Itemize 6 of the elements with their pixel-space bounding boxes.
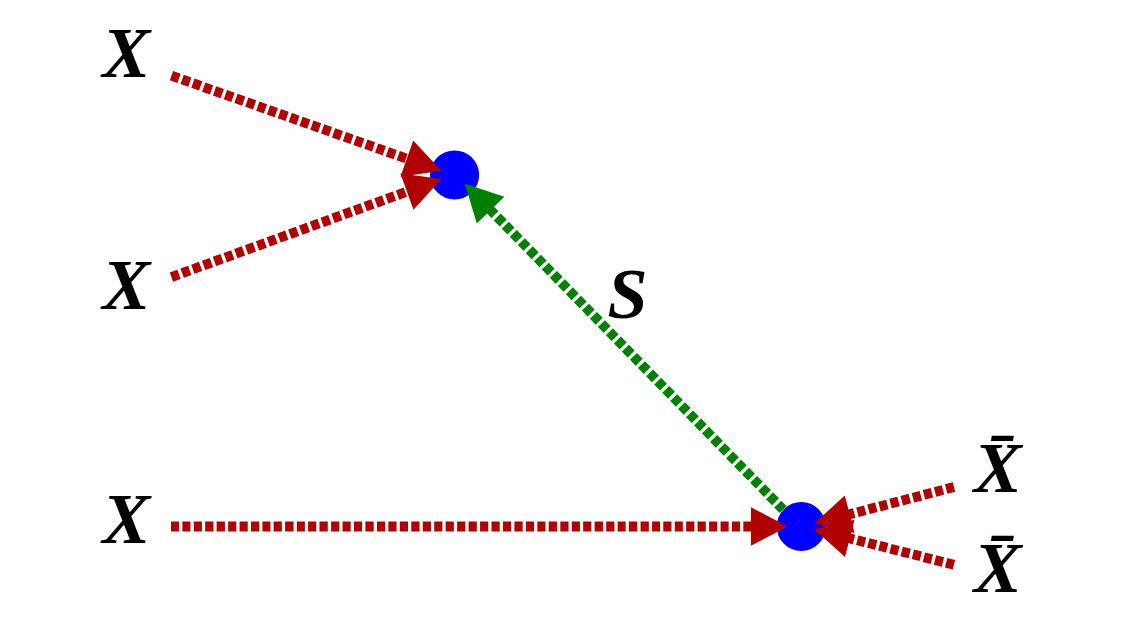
node-text: X [102,479,151,560]
node-text: X̄ [973,528,1022,609]
edge-label: S [607,253,648,334]
node-text: X [102,13,151,94]
node-text: X̄ [973,428,1022,509]
node-text: X [102,245,151,326]
